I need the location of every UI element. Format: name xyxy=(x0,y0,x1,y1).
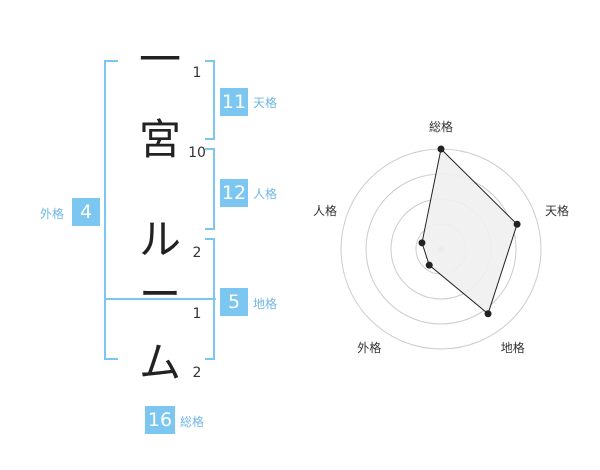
radar-point xyxy=(513,220,521,228)
stroke-count-5: 2 xyxy=(192,365,202,381)
radar-axis-label: 総格 xyxy=(428,120,453,134)
gaikaku-divider xyxy=(104,298,216,300)
radar-point xyxy=(437,145,445,153)
stroke-count-2: 10 xyxy=(188,145,206,161)
name-char-5: ム xyxy=(138,338,181,387)
soukaku-badge: 16 xyxy=(145,406,175,434)
name-char-3: ル xyxy=(138,215,181,264)
stroke-count-1: 1 xyxy=(192,65,202,81)
radar-point xyxy=(484,310,492,318)
radar-point xyxy=(418,239,426,247)
soukaku-label: 総格 xyxy=(180,415,205,429)
radar-axis-label: 外格 xyxy=(357,340,382,355)
radar-axis-label: 天格 xyxy=(545,204,570,219)
gaikaku-bracket xyxy=(104,60,118,360)
tenkaku-label: 天格 xyxy=(253,96,278,110)
gaikaku-badge: 4 xyxy=(72,198,100,226)
stroke-count-3: 2 xyxy=(192,245,202,261)
jinkaku-badge: 12 xyxy=(220,179,248,207)
radar-area xyxy=(421,147,518,315)
name-char-4: ー xyxy=(138,270,181,319)
name-char-2: 宮 xyxy=(138,115,181,164)
chikaku-label: 地格 xyxy=(253,297,278,311)
radar-point xyxy=(425,261,433,269)
tenkaku-badge: 11 xyxy=(220,88,248,116)
radar-axis-label: 人格 xyxy=(312,204,337,219)
chikaku-badge: 5 xyxy=(220,288,248,316)
name-char-1: 一 xyxy=(138,35,181,84)
gaikaku-label: 外格 xyxy=(40,207,65,221)
stroke-count-4: 1 xyxy=(192,306,202,322)
jinkaku-bracket xyxy=(205,148,215,230)
jinkaku-label: 人格 xyxy=(253,187,278,201)
radar-axis-label: 地格 xyxy=(500,340,525,355)
tenkaku-bracket xyxy=(205,60,215,140)
